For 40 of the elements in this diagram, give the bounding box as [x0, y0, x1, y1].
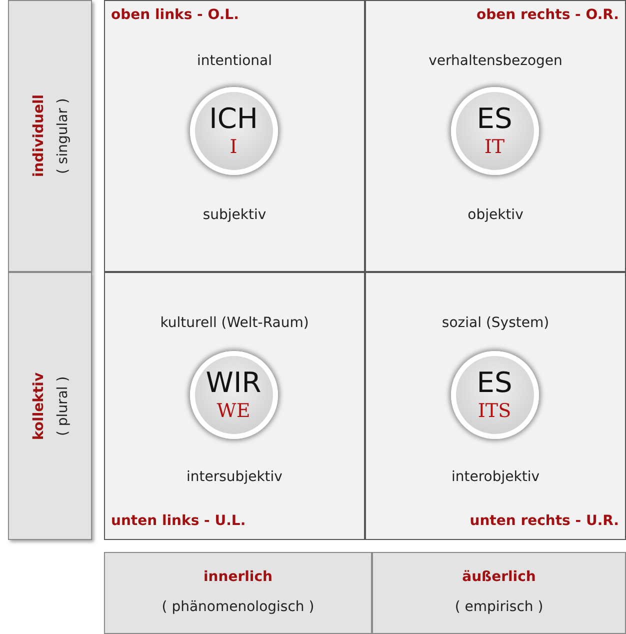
- circle-label: ICH: [208, 102, 259, 135]
- quadrant-panel: [104, 272, 365, 540]
- quadrant-circle: [450, 351, 538, 439]
- circle-sublabel: ITS: [476, 400, 512, 422]
- axis-band: [104, 552, 372, 634]
- quadrant-caption: subjektiv: [202, 207, 268, 223]
- axis-title: innerlich: [202, 569, 274, 585]
- quadrant-caption: intersubjektiv: [186, 469, 284, 485]
- axis-subtitle: ( singular ): [55, 97, 71, 176]
- axis-band: [372, 552, 626, 634]
- axis-subtitle: ( plural ): [55, 375, 71, 438]
- axis-subtitle: ( empirisch ): [454, 599, 544, 615]
- circle-label: ES: [476, 102, 514, 135]
- quadrant-circle: [190, 351, 278, 439]
- quadrant-panel: [365, 272, 626, 540]
- quadrant-caption: kulturell (Welt-Raum): [159, 315, 310, 331]
- quadrant-panel: [365, 0, 626, 272]
- quadrant-title: oben rechts - O.R.: [476, 7, 619, 23]
- quadrant-caption: verhaltensbezogen: [428, 53, 564, 69]
- circle-sublabel: I: [228, 136, 238, 158]
- quadrant-title: unten links - U.L.: [111, 513, 246, 529]
- axis-title: kollektiv: [31, 371, 47, 442]
- quadrant-circle: [450, 87, 538, 175]
- quadrant-title: oben links - O.L.: [111, 7, 239, 23]
- quadrant-caption: objektiv: [466, 207, 524, 223]
- quadrant-panel: [104, 0, 365, 272]
- axis-band: [8, 272, 92, 540]
- circle-sublabel: IT: [483, 136, 506, 158]
- circle-label: WIR: [204, 366, 262, 399]
- quadrant-caption: intentional: [196, 53, 274, 69]
- axis-band: [8, 0, 92, 272]
- circle-sublabel: WE: [216, 400, 252, 422]
- quadrant-caption: sozial (System): [440, 315, 550, 331]
- axis-title: individuell: [31, 94, 47, 180]
- quadrant-title: unten rechts - U.R.: [470, 513, 619, 529]
- axis-subtitle: ( phänomenologisch ): [160, 599, 316, 615]
- circle-label: ES: [476, 366, 514, 399]
- quadrant-circle: [190, 87, 278, 175]
- axis-title: äußerlich: [461, 569, 537, 585]
- quadrant-caption: interobjektiv: [450, 469, 541, 485]
